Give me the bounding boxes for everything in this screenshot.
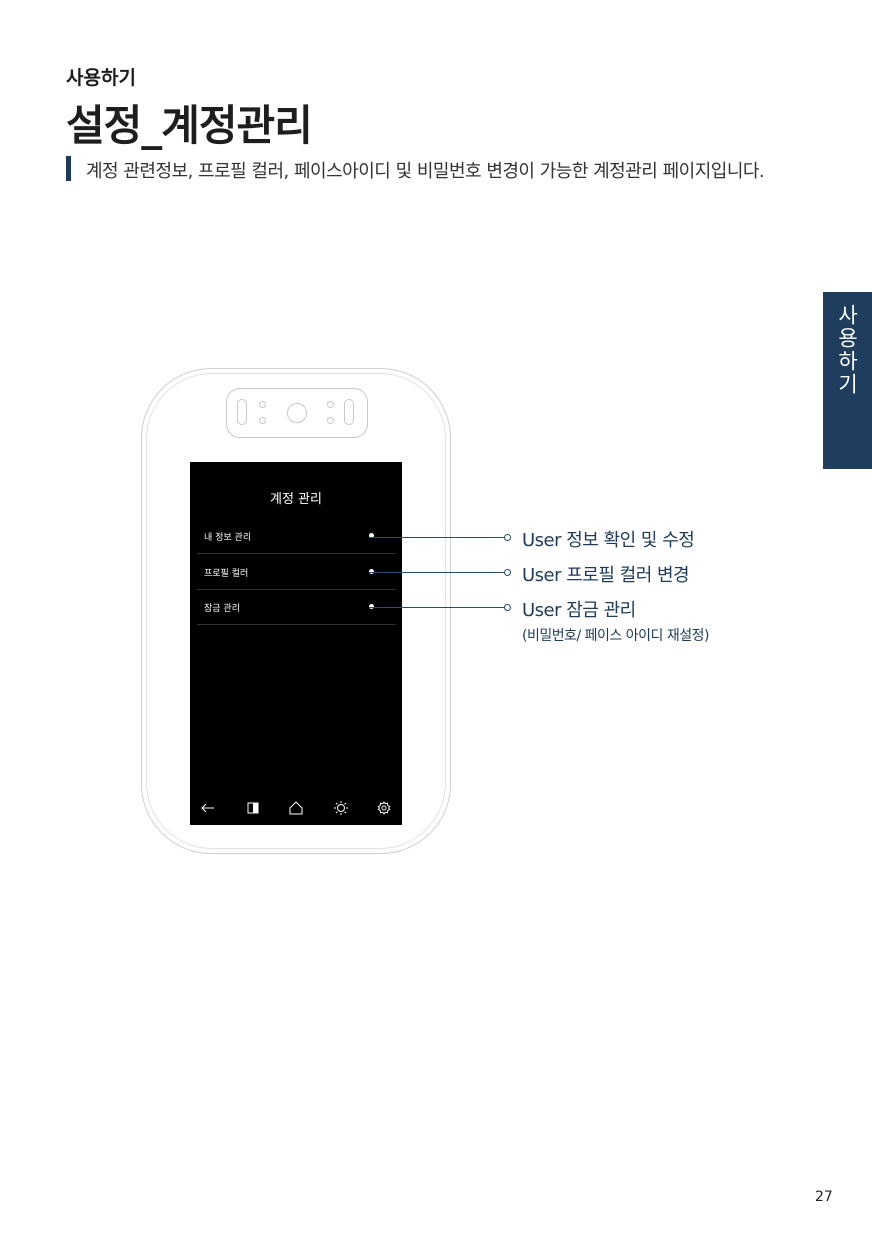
menu-item-label: 내 정보 관리 (204, 533, 252, 543)
page-number: 27 (815, 1189, 833, 1205)
menu-item-my-info[interactable]: 내 정보 관리 (197, 518, 396, 554)
menu-item-profile-color[interactable]: 프로필 컬러 (197, 554, 396, 590)
back-arrow-icon[interactable] (200, 800, 216, 816)
callout-end-icon (504, 604, 511, 611)
home-icon[interactable] (288, 800, 304, 816)
callout-label: User 잠금 관리 (522, 600, 636, 621)
sensor-dot (327, 401, 334, 408)
page-title: 설정_계정관리 (66, 101, 313, 150)
sensor-dot (259, 401, 266, 408)
menu-item-dot (369, 533, 374, 538)
device-screen: 계정 관리 내 정보 관리 프로필 컬러 잠금 관리 (190, 462, 402, 825)
sensor-dot (327, 417, 334, 424)
menu-item-label: 잠금 관리 (204, 604, 240, 614)
settings-gear-icon[interactable] (376, 800, 392, 816)
device-frame (141, 368, 451, 854)
side-tab[interactable]: 사용하기 (823, 292, 872, 469)
camera-lens (287, 403, 307, 423)
screen-title: 계정 관리 (270, 492, 322, 507)
callout-line (369, 607, 506, 608)
callout-end-icon (504, 569, 511, 576)
half-square-icon[interactable] (245, 800, 261, 816)
brightness-icon[interactable] (333, 800, 349, 816)
device-frame-inner (146, 373, 446, 849)
menu-item-label: 프로필 컬러 (204, 569, 249, 579)
menu-item-dot (369, 569, 374, 574)
menu-item-dot (369, 604, 374, 609)
camera-module (226, 388, 368, 438)
sensor-pill-right (344, 399, 354, 425)
callout-line (369, 572, 506, 573)
callout-label: User 정보 확인 및 수정 (522, 530, 695, 551)
menu-item-lock[interactable]: 잠금 관리 (197, 589, 396, 625)
sensor-dot (259, 417, 266, 424)
sensor-pill-left (237, 399, 247, 425)
callout-label: User 프로필 컬러 변경 (522, 565, 690, 586)
callout-end-icon (504, 534, 511, 541)
description-bar (66, 156, 71, 181)
callout-line (369, 537, 506, 538)
callout-sublabel: (비밀번호/ 페이스 아이디 재설정) (522, 628, 709, 644)
page-description: 계정 관련정보, 프로필 컬러, 페이스아이디 및 비밀번호 변경이 가능한 계… (86, 161, 765, 182)
side-tab-label: 사용하기 (835, 304, 859, 396)
section-label: 사용하기 (66, 67, 136, 89)
